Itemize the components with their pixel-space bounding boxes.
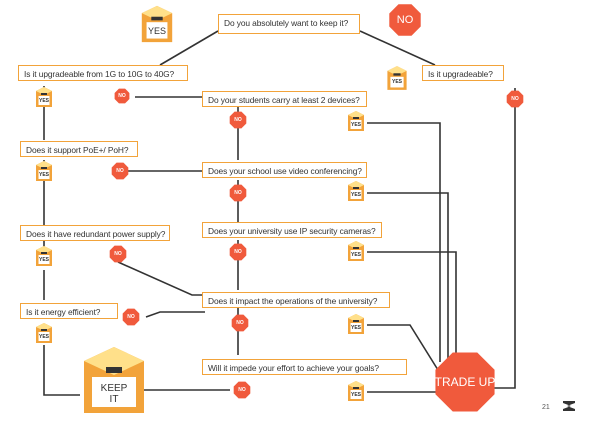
question-box-redundant: Does it have redundant power supply? xyxy=(20,225,170,241)
edge-keep-to-upgradeable-1g xyxy=(159,30,219,66)
question-box-upgradeable: Is it upgradeable? xyxy=(422,65,504,81)
yes-box-upgradeable-1g-label: YES xyxy=(38,98,49,104)
yes-box-devices: YES xyxy=(346,110,366,132)
yes-box-impede: YES xyxy=(346,380,366,402)
yes-box-impede-label: YES xyxy=(350,392,361,398)
no-octagon-operations: NO xyxy=(231,314,249,332)
no-octagon-poe: NO xyxy=(111,162,129,180)
company-logo-icon xyxy=(562,399,576,411)
edge-energy-no xyxy=(145,311,205,318)
no-octagon-cameras-label: NO xyxy=(234,249,242,255)
edge-redundant-no xyxy=(117,261,205,296)
page-number: 21 xyxy=(542,404,550,411)
no-octagon-top-label: NO xyxy=(396,14,414,26)
no-octagon-top: NO xyxy=(388,3,422,37)
edge-video-yes-to-trade xyxy=(367,192,449,362)
question-box-operations: Does it impact the operations of the uni… xyxy=(202,292,390,308)
keep-it-label: KEEP IT xyxy=(100,383,128,405)
no-octagon-energy-label: NO xyxy=(127,314,135,320)
no-octagon-devices: NO xyxy=(229,111,247,129)
trade-up-octagon-icon: TRADE UP xyxy=(433,350,497,414)
yes-box-cameras-label: YES xyxy=(350,252,361,258)
no-octagon-video: NO xyxy=(229,184,247,202)
yes-box-operations-label: YES xyxy=(350,325,361,331)
yes-box-redundant-label: YES xyxy=(38,257,49,263)
yes-box-top-label: YES xyxy=(147,26,166,36)
question-box-energy: Is it energy efficient? xyxy=(20,303,118,319)
yes-box-energy-label: YES xyxy=(38,334,49,340)
yes-box-upgradeable-label: YES xyxy=(391,79,402,85)
no-octagon-operations-label: NO xyxy=(236,320,244,326)
yes-box-video-label: YES xyxy=(350,192,361,198)
question-box-poe: Does it support PoE+/ PoH? xyxy=(20,141,138,157)
yes-box-poe: YES xyxy=(34,160,54,182)
no-octagon-redundant: NO xyxy=(109,245,127,263)
trade-up-octagon-icon-label: TRADE UP xyxy=(434,375,496,389)
no-octagon-upgradeable: NO xyxy=(506,90,524,108)
edge-keep-to-upgradeable xyxy=(359,30,436,66)
edge-upgradeable-no-to-trade xyxy=(490,88,516,389)
no-octagon-cameras: NO xyxy=(229,243,247,261)
question-box-impede: Will it impede your effort to achieve yo… xyxy=(202,359,407,375)
no-octagon-impede: NO xyxy=(233,381,251,399)
no-octagon-devices-label: NO xyxy=(234,117,242,123)
yes-box-energy: YES xyxy=(34,322,54,344)
yes-box-redundant: YES xyxy=(34,245,54,267)
edge-devices-yes-to-trade xyxy=(367,122,441,362)
yes-box-video: YES xyxy=(346,180,366,202)
edge-cameras-yes-to-trade xyxy=(367,251,457,362)
question-box-keep: Do you absolutely want to keep it? xyxy=(218,14,360,34)
yes-box-upgradeable: YES xyxy=(385,65,409,91)
question-box-upgradeable-1g: Is it upgradeable from 1G to 10G to 40G? xyxy=(18,65,188,81)
question-box-video: Does your school use video conferencing? xyxy=(202,162,367,178)
keep-it-box-icon: KEEP IT xyxy=(78,345,150,415)
yes-box-cameras: YES xyxy=(346,240,366,262)
yes-box-poe-label: YES xyxy=(38,172,49,178)
no-octagon-redundant-label: NO xyxy=(114,251,122,257)
no-octagon-upgradeable-label: NO xyxy=(511,96,519,102)
yes-box-upgradeable-1g: YES xyxy=(34,86,54,108)
no-octagon-video-label: NO xyxy=(234,190,242,196)
question-box-cameras: Does your university use IP security cam… xyxy=(202,222,382,238)
yes-box-top: YES xyxy=(138,4,176,44)
question-box-devices: Do your students carry at least 2 device… xyxy=(202,91,367,107)
no-octagon-upgradeable-1g: NO xyxy=(114,88,130,104)
edge-operations-yes-to-trade xyxy=(367,324,439,371)
no-octagon-poe-label: NO xyxy=(116,168,124,174)
yes-box-operations: YES xyxy=(346,313,366,335)
edge-energy-yes-to-keep xyxy=(43,345,80,396)
no-octagon-upgradeable-1g-label: NO xyxy=(118,93,126,99)
no-octagon-impede-label: NO xyxy=(238,387,246,393)
no-octagon-energy: NO xyxy=(122,308,140,326)
yes-box-devices-label: YES xyxy=(350,122,361,128)
